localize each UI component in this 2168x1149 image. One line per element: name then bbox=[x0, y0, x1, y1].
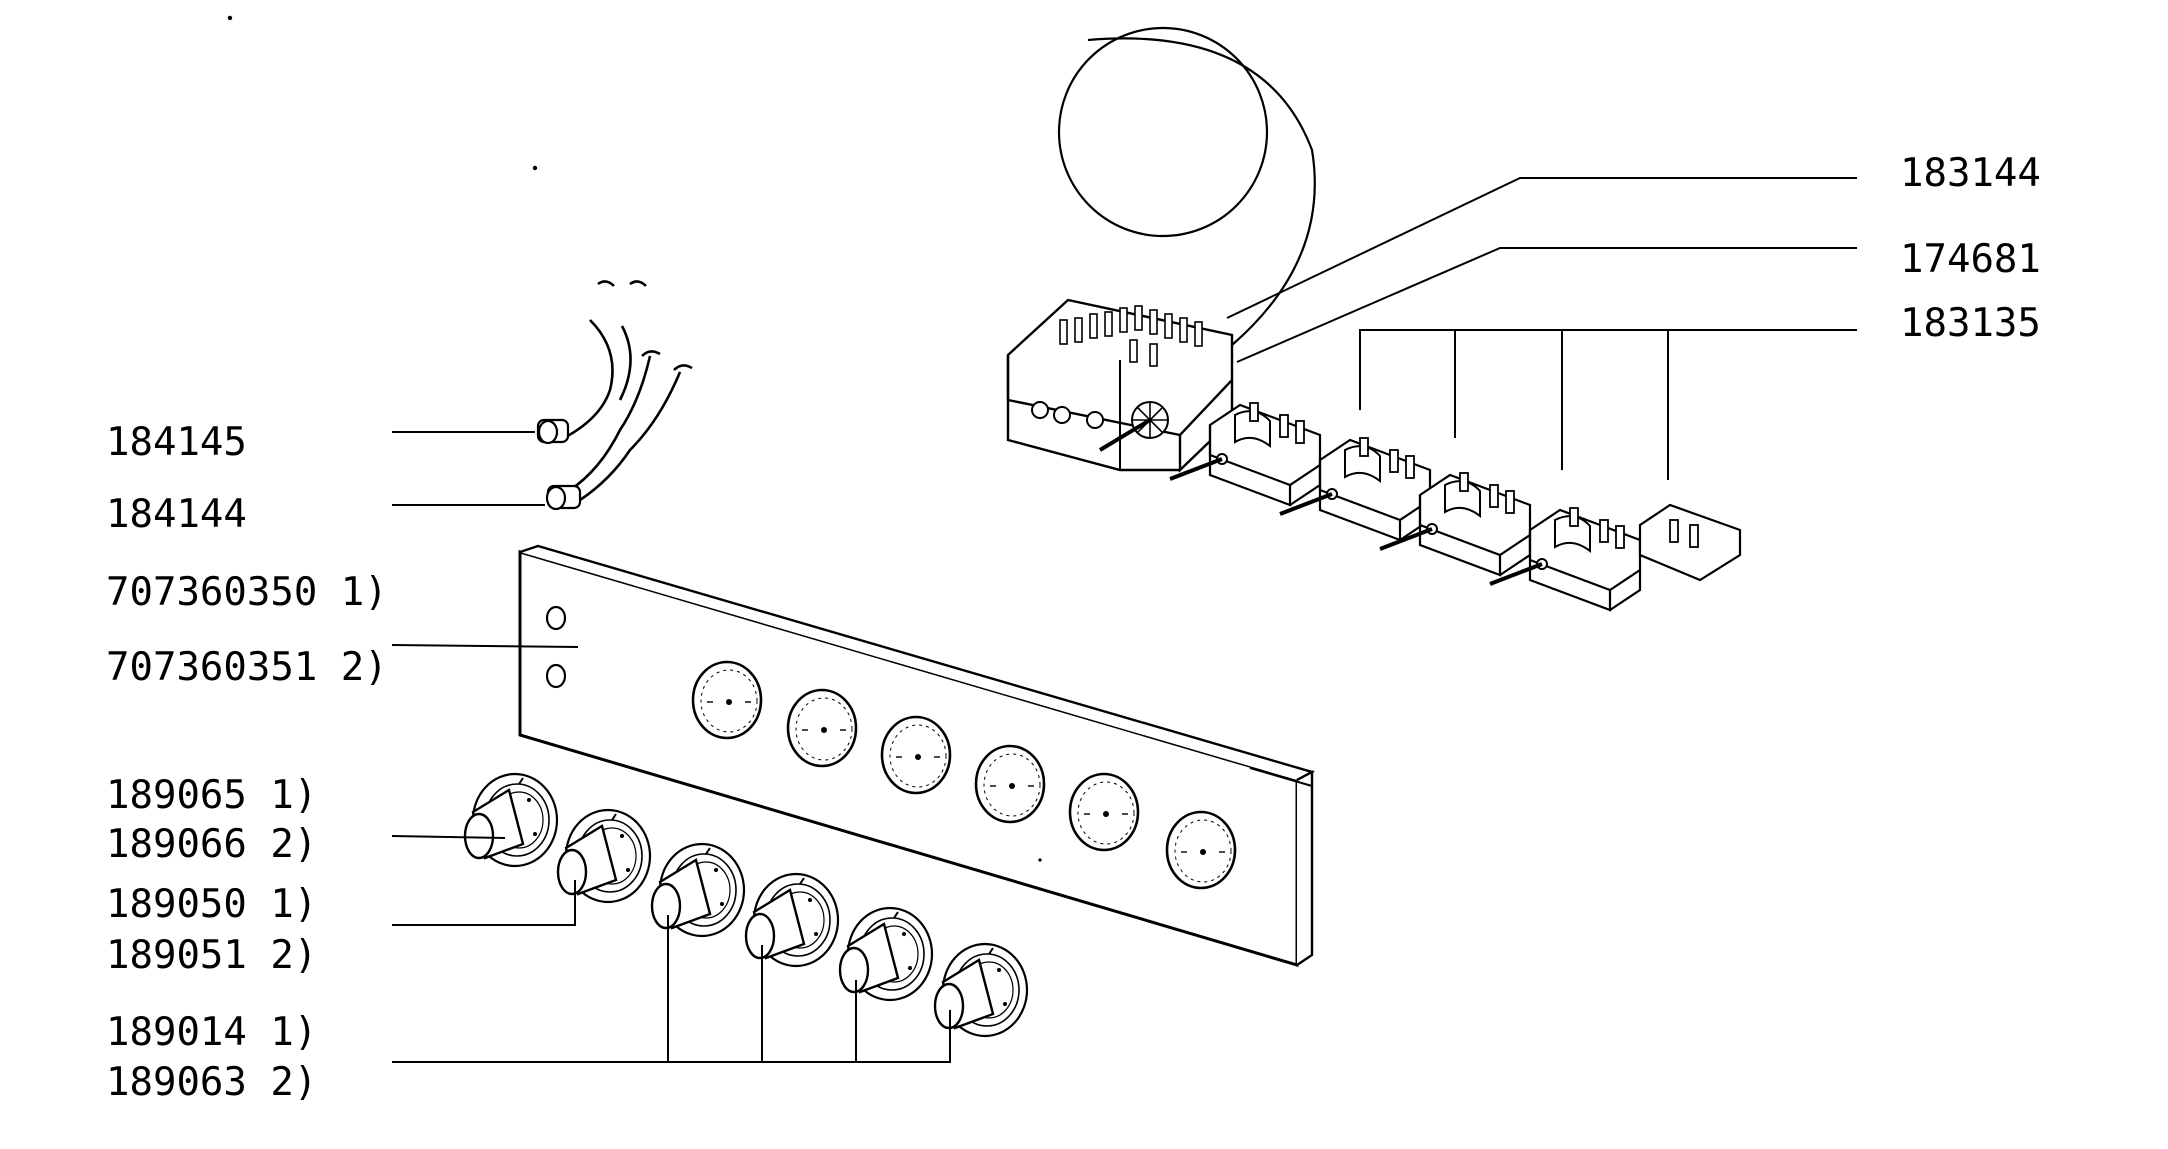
knob-4 bbox=[744, 872, 840, 968]
label-183144: 183144 bbox=[1900, 151, 2041, 196]
connector-184144 bbox=[545, 484, 582, 511]
label-184145: 184145 bbox=[106, 420, 247, 465]
control-panel bbox=[518, 544, 1316, 968]
switch-module-end bbox=[1638, 503, 1742, 582]
knob-2 bbox=[556, 808, 652, 904]
wire-harness bbox=[559, 280, 693, 502]
labels-left: 184145 184144 707360350 1) 707360351 2) … bbox=[106, 420, 388, 1105]
label-189050: 189050 1) bbox=[106, 882, 317, 927]
knob-1 bbox=[463, 772, 559, 868]
label-183135: 183135 bbox=[1900, 301, 2041, 346]
thermostat-capillary-coil bbox=[1057, 26, 1316, 346]
label-189051: 189051 2) bbox=[106, 933, 317, 978]
knob-3 bbox=[650, 842, 746, 938]
label-184144: 184144 bbox=[106, 492, 247, 537]
thermostat-switch-block bbox=[1006, 298, 1234, 473]
label-189065: 189065 1) bbox=[106, 773, 317, 818]
label-189066: 189066 2) bbox=[106, 822, 317, 867]
label-189014: 189014 1) bbox=[106, 1010, 317, 1055]
labels-right: 183144 174681 183135 bbox=[1900, 151, 2041, 346]
leader-lines bbox=[391, 177, 1857, 1063]
knob-5 bbox=[838, 906, 934, 1002]
label-174681: 174681 bbox=[1900, 237, 2041, 282]
label-189063: 189063 2) bbox=[106, 1060, 317, 1105]
label-707360350: 707360350 1) bbox=[106, 570, 388, 615]
connector-184145 bbox=[536, 418, 570, 445]
knob-6 bbox=[933, 942, 1029, 1038]
label-707360351: 707360351 2) bbox=[106, 645, 388, 690]
